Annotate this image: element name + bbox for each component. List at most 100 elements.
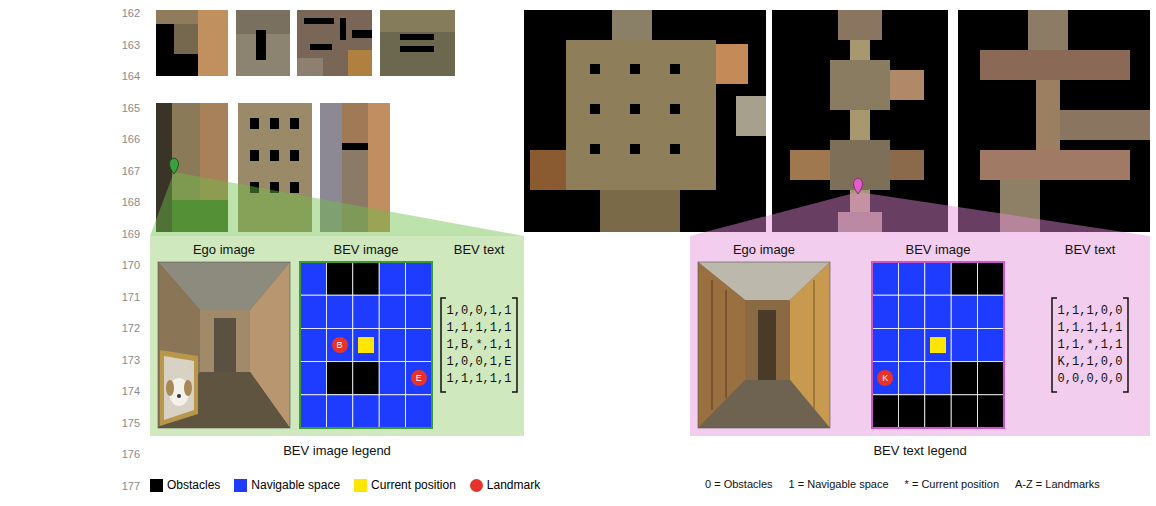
grid-cell bbox=[872, 395, 898, 428]
bev-grid bbox=[300, 262, 432, 428]
grid-cell bbox=[379, 262, 405, 295]
grid-cell bbox=[379, 395, 405, 428]
bev-border bbox=[872, 262, 1004, 428]
grid-cell bbox=[978, 295, 1004, 328]
column-heading: BEV image bbox=[905, 242, 970, 257]
matrix-row: 1,1,1,1,1 bbox=[447, 371, 512, 388]
grid-cell bbox=[872, 295, 898, 328]
line-number: 177 bbox=[100, 480, 140, 492]
grid-cell bbox=[353, 328, 379, 361]
grid-cell bbox=[379, 362, 405, 395]
legend-title: BEV text legend bbox=[873, 443, 966, 458]
landmark-letter: B bbox=[337, 341, 343, 350]
view-panel: Ego imageBEV imageBEV textBE bbox=[150, 236, 524, 436]
grid-cell bbox=[978, 362, 1004, 395]
grid-cell bbox=[406, 328, 432, 361]
grid-cell bbox=[978, 328, 1004, 361]
matrix-row: 1,B,*,1,1 bbox=[447, 337, 512, 354]
grid-cell bbox=[353, 295, 379, 328]
grid-cell bbox=[379, 328, 405, 361]
line-number: 169 bbox=[100, 228, 140, 240]
legend-text: Current position bbox=[371, 478, 456, 492]
current-position bbox=[358, 337, 374, 353]
grid-cell bbox=[951, 295, 977, 328]
grid-cell bbox=[300, 262, 326, 295]
grid-cell bbox=[872, 362, 898, 395]
grid-cell bbox=[898, 295, 924, 328]
legend-swatch bbox=[354, 479, 367, 492]
view-panel: Ego image BEV image BEV textK bbox=[690, 236, 1150, 436]
legend-item-text: 0 = Obstacles bbox=[705, 478, 773, 490]
grid-cell bbox=[898, 395, 924, 428]
grid-cell bbox=[300, 395, 326, 428]
grid-cell bbox=[925, 395, 951, 428]
line-number: 162 bbox=[100, 7, 140, 19]
maze-tile bbox=[380, 10, 455, 76]
column-heading: Ego image bbox=[193, 242, 255, 257]
legend-item-text: 1 = Navigable space bbox=[789, 478, 889, 490]
image-legend-row: Obstacles Navigable space Current position… bbox=[150, 478, 540, 492]
panel-ground bbox=[150, 236, 524, 436]
legend-item-text: A-Z = Landmarks bbox=[1015, 478, 1100, 490]
matrix-row: 1,0,0,1,1 bbox=[447, 303, 512, 320]
grid-cell bbox=[406, 395, 432, 428]
matrix-bracket bbox=[1123, 298, 1128, 392]
maze-tile bbox=[236, 10, 290, 76]
grid-cell bbox=[326, 395, 352, 428]
line-number: 174 bbox=[100, 385, 140, 397]
bev-border bbox=[300, 262, 432, 428]
maze-tile bbox=[958, 10, 1150, 232]
column-heading: BEV text bbox=[1065, 242, 1116, 257]
line-number: 166 bbox=[100, 133, 140, 145]
column-heading: Ego image bbox=[733, 242, 795, 257]
grid-cell bbox=[898, 328, 924, 361]
view-cone bbox=[690, 192, 1150, 236]
legend-text: Navigable space bbox=[251, 478, 340, 492]
matrix-row: 1,1,1,0,0 bbox=[1058, 303, 1123, 320]
maze-tile bbox=[156, 10, 228, 76]
grid-cell bbox=[951, 395, 977, 428]
bev-grid bbox=[872, 262, 1004, 428]
grid-cell bbox=[951, 328, 977, 361]
line-number: 171 bbox=[100, 291, 140, 303]
grid-cell bbox=[326, 362, 352, 395]
legend-item: Navigable space bbox=[234, 478, 340, 492]
line-number: 165 bbox=[100, 102, 140, 114]
matrix-row: 0,0,0,0,0 bbox=[1058, 371, 1123, 388]
line-number: 172 bbox=[100, 322, 140, 334]
grid-cell bbox=[326, 328, 352, 361]
line-number: 164 bbox=[100, 70, 140, 82]
grid-cell bbox=[353, 262, 379, 295]
grid-cell bbox=[978, 262, 1004, 295]
matrix-bracket bbox=[512, 298, 517, 392]
legend-item: Landmark bbox=[470, 478, 540, 492]
landmark-circle: B bbox=[332, 337, 348, 353]
maze-tile bbox=[524, 10, 766, 232]
legend-text: Obstacles bbox=[167, 478, 220, 492]
grid-cell bbox=[978, 395, 1004, 428]
legend-title: BEV image legend bbox=[283, 443, 391, 458]
current-position bbox=[930, 337, 946, 353]
grid-cell bbox=[300, 328, 326, 361]
grid-cell bbox=[406, 262, 432, 295]
matrix-row: 1,1,1,1,1 bbox=[1058, 320, 1123, 337]
legend-swatch bbox=[470, 479, 483, 492]
line-number: 167 bbox=[100, 165, 140, 177]
panel-ground bbox=[690, 236, 1150, 436]
landmark-letter: K bbox=[882, 374, 888, 383]
line-number: 176 bbox=[100, 448, 140, 460]
landmark-circle: K bbox=[877, 370, 893, 386]
grid-cell bbox=[925, 262, 951, 295]
column-heading: BEV image bbox=[333, 242, 398, 257]
grid-cell bbox=[925, 362, 951, 395]
view-cone bbox=[150, 172, 524, 236]
grid-cell bbox=[898, 262, 924, 295]
legend-item: Current position bbox=[354, 478, 456, 492]
legend-text: Landmark bbox=[487, 478, 540, 492]
grid-cell bbox=[353, 362, 379, 395]
grid-cell bbox=[925, 295, 951, 328]
text-legend-row: 0 = Obstacles1 = Navigable space* = Curr… bbox=[705, 478, 1100, 490]
grid-cell bbox=[300, 295, 326, 328]
grid-cell bbox=[353, 395, 379, 428]
